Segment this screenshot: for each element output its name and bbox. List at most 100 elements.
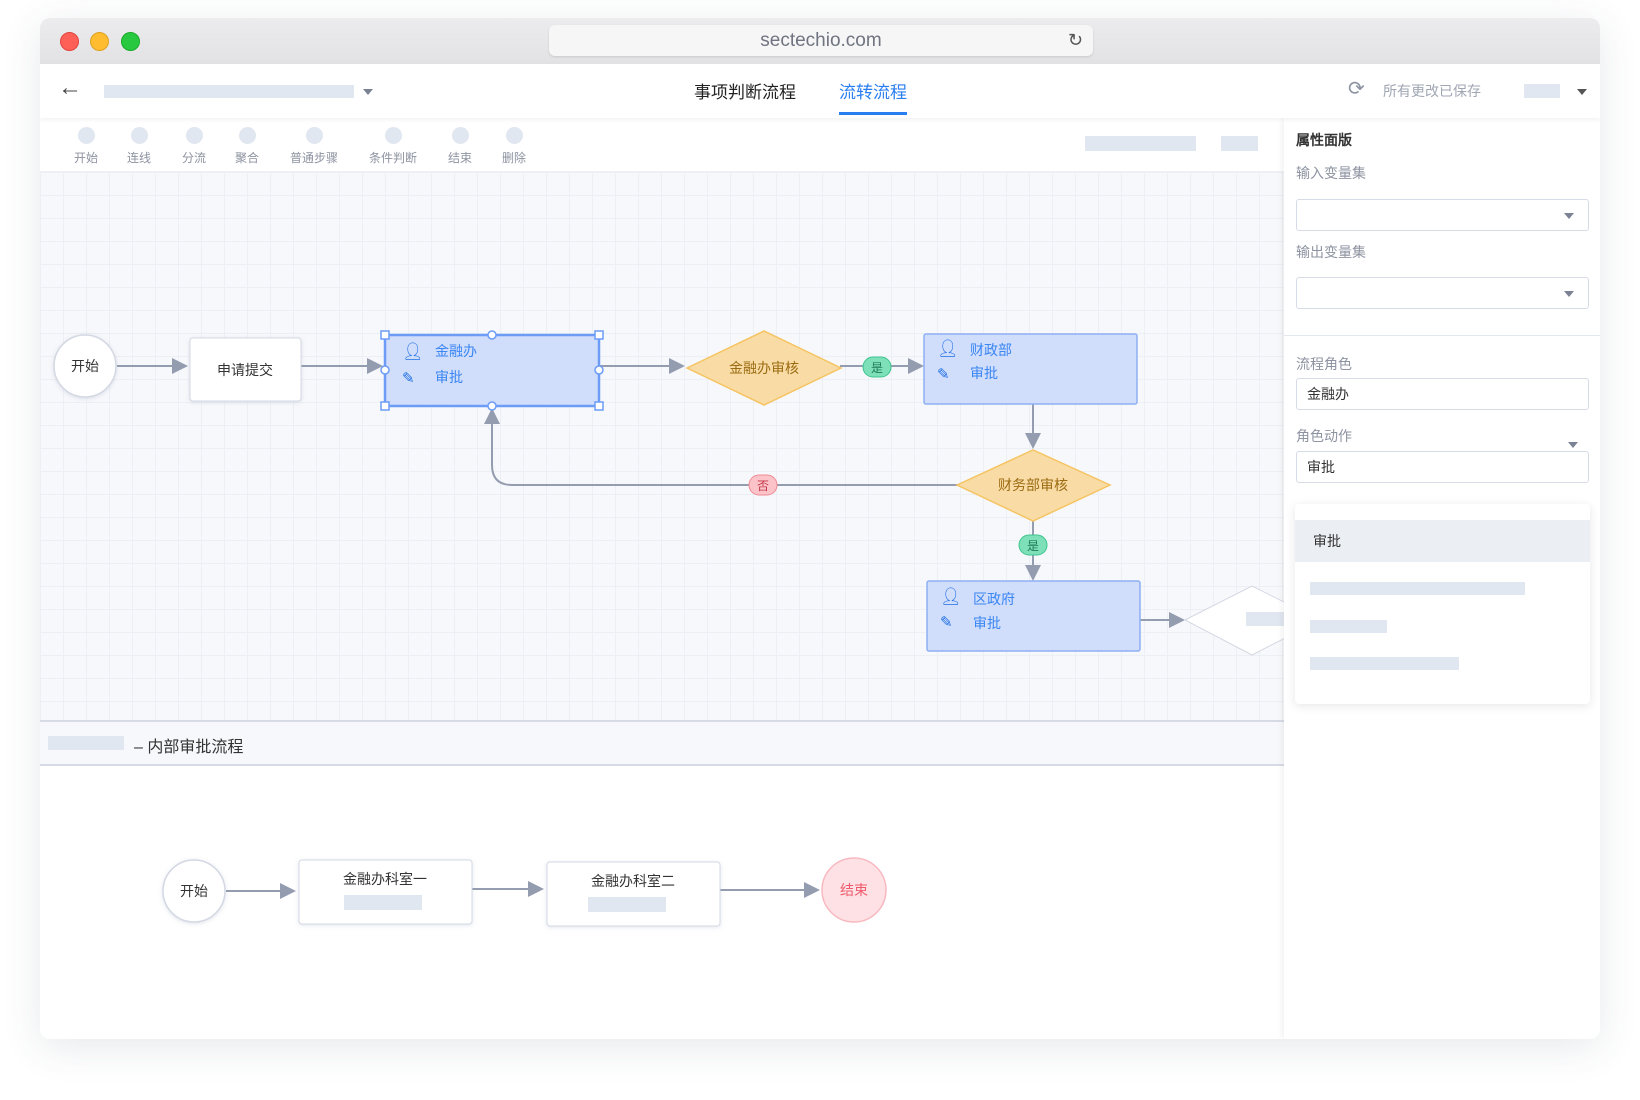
- decision-node-unlabeled[interactable]: [1183, 585, 1284, 656]
- decision-finance-dept[interactable]: 财务部审核: [955, 449, 1112, 522]
- dropdown-option[interactable]: 审批: [1295, 520, 1590, 562]
- maximize-window-button[interactable]: [121, 32, 140, 51]
- end-label: 结束: [840, 882, 868, 898]
- tool-connect[interactable]: 连线: [109, 127, 169, 166]
- step-placeholder: [344, 895, 422, 910]
- tool-label: 删除: [501, 151, 526, 165]
- tool-label: 开始: [73, 151, 98, 165]
- node-action: 审批: [970, 365, 998, 381]
- subflow-end-node[interactable]: 结束: [821, 857, 887, 923]
- flow-diagram: 开始 申请提交 👤︎ ✎ 金融办 审批 金融办审核 是 👤︎ ✎ 财政部 审批 …: [53, 330, 1284, 656]
- step-label: 金融办科室一: [343, 871, 427, 887]
- edge-return[interactable]: [484, 408, 957, 486]
- subflow-start-node[interactable]: 开始: [162, 859, 226, 923]
- tool-split[interactable]: 分流: [164, 127, 224, 166]
- no-badge[interactable]: 否: [748, 474, 778, 496]
- start-label: 开始: [180, 883, 208, 899]
- subflow-title: – 内部审批流程: [134, 739, 244, 756]
- pencil-icon: ✎: [937, 366, 950, 383]
- decision-label: 财务部审核: [998, 477, 1068, 493]
- action-select[interactable]: 审批: [1296, 451, 1589, 483]
- resize-handles[interactable]: [380, 330, 604, 411]
- yes-badge[interactable]: 是: [1018, 534, 1048, 556]
- tool-label: 条件判断: [368, 151, 417, 165]
- yes-badge[interactable]: 是: [862, 356, 892, 378]
- user-placeholder[interactable]: [1524, 84, 1560, 98]
- start-tool-icon: [77, 127, 95, 144]
- decision-finance-office[interactable]: 金融办审核: [685, 330, 843, 406]
- step-tool-icon: [305, 127, 323, 144]
- pencil-icon: ✎: [940, 614, 953, 631]
- task-node-selected[interactable]: 👤︎ ✎ 金融办 审批: [380, 330, 604, 411]
- dropdown-option-placeholder[interactable]: [1310, 657, 1459, 670]
- node-role: 区政府: [973, 591, 1015, 607]
- address-bar[interactable]: sectechio.com ↻: [549, 25, 1093, 56]
- split-tool-icon: [185, 127, 203, 144]
- subflow-diagram: 开始 金融办科室一 金融办科室二 结束: [162, 857, 887, 927]
- tool-label: 分流: [181, 151, 206, 165]
- subflow-step-2[interactable]: 金融办科室二: [546, 861, 721, 927]
- edges: [117, 358, 1185, 628]
- tool-delete[interactable]: 删除: [484, 127, 544, 166]
- dropdown-option-placeholder[interactable]: [1310, 620, 1387, 633]
- toolbar-placeholder[interactable]: [1221, 136, 1258, 151]
- role-input[interactable]: 金融办: [1296, 378, 1589, 410]
- chevron-down-icon[interactable]: [363, 89, 373, 95]
- condition-tool-icon: [384, 127, 402, 144]
- node-action: 审批: [435, 369, 463, 385]
- flow-canvas[interactable]: 开始 申请提交 👤︎ ✎ 金融办 审批 金融办审核 是 👤︎ ✎ 财政部 审批 …: [40, 172, 1284, 720]
- properties-panel: 属性面版 输入变量集 输出变量集 流程角色 金融办 角色动作 审批 审批: [1284, 118, 1600, 1039]
- tool-label: 结束: [447, 151, 472, 165]
- tab-transfer-flow[interactable]: 流转流程: [839, 78, 907, 115]
- submit-label: 申请提交: [217, 362, 273, 378]
- tool-start[interactable]: 开始: [56, 127, 116, 166]
- tab-judgment-flow[interactable]: 事项判断流程: [694, 83, 796, 102]
- tool-merge[interactable]: 聚合: [217, 127, 277, 166]
- task-node-district-gov[interactable]: 👤︎ ✎ 区政府 审批: [926, 580, 1141, 652]
- subflow-name-placeholder: [48, 736, 124, 750]
- tool-step[interactable]: 普通步骤: [284, 127, 344, 166]
- step-placeholder: [588, 897, 666, 912]
- action-label: 角色动作: [1296, 428, 1352, 444]
- subflow-header: – 内部审批流程: [40, 720, 1284, 766]
- delete-tool-icon: [505, 127, 523, 144]
- input-vars-select[interactable]: [1296, 199, 1589, 231]
- user-icon: 👤︎: [402, 342, 424, 361]
- browser-window: sectechio.com↻ ← 事项判断流程 流转流程 ⟳ 所有更改已保存 开…: [40, 18, 1600, 1039]
- dropdown-option-placeholder[interactable]: [1310, 582, 1525, 595]
- label-placeholder: [1246, 612, 1284, 626]
- user-menu-chevron-icon[interactable]: [1577, 89, 1587, 95]
- decision-label: 金融办审核: [729, 360, 799, 376]
- node-role: 金融办: [435, 343, 477, 359]
- step-label: 金融办科室二: [591, 873, 675, 889]
- tool-end[interactable]: 结束: [430, 127, 490, 166]
- tool-label: 聚合: [234, 151, 259, 165]
- action-chevron-icon[interactable]: [1568, 442, 1578, 448]
- reload-icon[interactable]: ↻: [1067, 30, 1083, 50]
- action-dropdown: 审批: [1295, 504, 1590, 704]
- tool-label: 普通步骤: [289, 151, 338, 165]
- role-label: 流程角色: [1296, 356, 1352, 372]
- merge-tool-icon: [238, 127, 256, 144]
- node-action: 审批: [973, 615, 1001, 631]
- close-window-button[interactable]: [60, 32, 79, 51]
- yes-label: 是: [1027, 539, 1039, 553]
- project-name-placeholder[interactable]: [104, 85, 354, 98]
- save-status: 所有更改已保存: [1383, 83, 1481, 99]
- toolbar: 开始 连线 分流 聚合 普通步骤 条件判断 结束 删除: [40, 118, 1284, 172]
- start-node[interactable]: 开始: [53, 334, 117, 398]
- minimize-window-button[interactable]: [90, 32, 109, 51]
- task-node-finance-bureau[interactable]: 👤︎ ✎ 财政部 审批: [923, 333, 1138, 405]
- title-bar: sectechio.com ↻: [40, 18, 1600, 64]
- toolbar-placeholder[interactable]: [1085, 136, 1196, 151]
- url-text: sectechio.com: [760, 30, 882, 51]
- submit-node[interactable]: 申请提交: [189, 337, 302, 402]
- subflow-canvas[interactable]: 开始 金融办科室一 金融办科室二 结束: [40, 766, 1284, 1039]
- chevron-down-icon: [1564, 213, 1574, 219]
- panel-title: 属性面版: [1296, 132, 1352, 148]
- output-vars-select[interactable]: [1296, 277, 1589, 309]
- subflow-step-1[interactable]: 金融办科室一: [298, 859, 473, 925]
- tool-condition[interactable]: 条件判断: [363, 127, 423, 166]
- back-arrow-icon[interactable]: ←: [58, 74, 82, 101]
- end-tool-icon: [451, 127, 469, 144]
